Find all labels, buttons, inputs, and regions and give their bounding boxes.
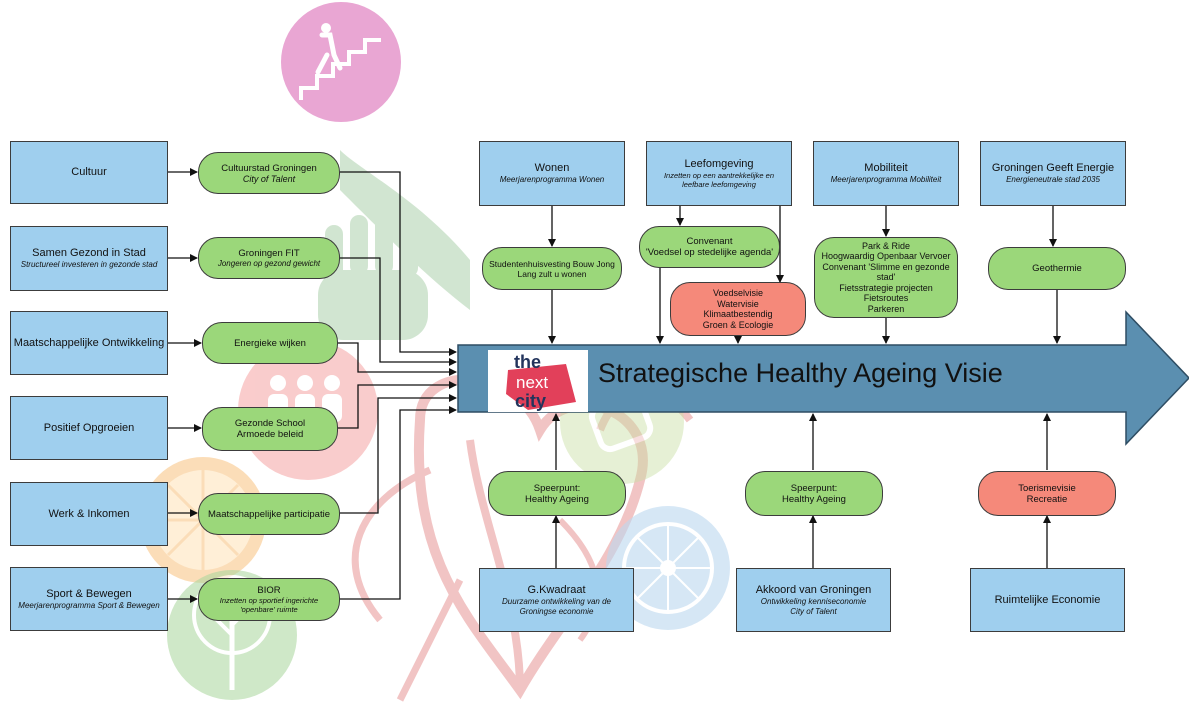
box-leefomgeving: Leefomgeving Inzetten op een aantrekkeli… — [646, 141, 792, 206]
pill-voedselvisie: Voedselvisie Watervisie Klimaatbestendig… — [670, 282, 806, 336]
pill-speerpunt-2: Speerpunt: Healthy Ageing — [745, 471, 883, 516]
pill-title: Groningen FIT — [238, 247, 300, 259]
box-cultuur: Cultuur — [10, 141, 168, 204]
box-subtitle: Energieneutrale stad 2035 — [1006, 175, 1100, 184]
bicycle-wheel-icon — [606, 506, 730, 630]
box-ruimtelijke-economie: Ruimtelijke Economie — [970, 568, 1125, 632]
pill-title: Maatschappelijke participatie — [208, 508, 330, 520]
box-title: Leefomgeving — [684, 158, 754, 170]
pill-toerismevisie: Toerismevisie Recreatie — [978, 471, 1116, 516]
box-sport-bewegen: Sport & Bewegen Meerjarenprogramma Sport… — [10, 567, 168, 631]
box-title: Werk & Inkomen — [48, 507, 130, 520]
pill-title: BIOR — [257, 585, 281, 596]
box-title: Positief Opgroeien — [43, 421, 135, 434]
box-title: Ruimtelijke Economie — [994, 593, 1101, 606]
pill-bior: BIOR Inzetten op sportief ingerichte 'op… — [198, 578, 340, 621]
box-subtitle: Meerjarenprogramma Sport & Bewegen — [18, 600, 160, 610]
box-title: Samen Gezond in Stad — [32, 247, 146, 259]
logo-word-city: city — [515, 391, 546, 411]
vision-arrow — [457, 310, 1189, 446]
the-next-city-logo: the next city — [488, 350, 588, 412]
box-werk-inkomen: Werk & Inkomen — [10, 482, 168, 546]
box-subtitle: Ontwikkeling kenniseconomie City of Tale… — [760, 596, 867, 616]
box-wonen: Wonen Meerjarenprogramma Wonen — [479, 141, 625, 206]
pill-title: Gezonde School Armoede beleid — [234, 418, 306, 440]
pill-title: Speerpunt: Healthy Ageing — [525, 482, 589, 505]
vision-title: Strategische Healthy Ageing Visie — [598, 358, 1003, 388]
pill-groningen-fit: Groningen FIT Jongeren op gezond gewicht — [198, 237, 340, 279]
pill-title: Toerismevisie Recreatie — [1018, 482, 1076, 505]
pill-title: Studentenhuisvesting Bouw Jong Lang zult… — [489, 258, 615, 279]
box-title: G.Kwadraat — [527, 583, 586, 596]
pill-cultuurstad: Cultuurstad Groningen City of Talent — [198, 152, 340, 194]
logo-word-next: next — [516, 373, 548, 392]
box-subtitle: Structureel investeren in gezonde stad — [20, 260, 158, 269]
pill-title: Energieke wijken — [234, 337, 306, 349]
pill-title: Cultuurstad Groningen — [221, 162, 317, 174]
logo-word-the: the — [514, 352, 541, 372]
pill-title: Voedselvisie Watervisie Klimaatbestendig… — [702, 288, 774, 330]
box-title: Sport & Bewegen — [46, 587, 132, 600]
box-positief-opgroeien: Positief Opgroeien — [10, 396, 168, 460]
pill-park-ride: Park & Ride Hoogwaardig Openbaar Vervoer… — [814, 237, 958, 318]
box-subtitle: Inzetten op een aantrekkelijke en leefba… — [663, 171, 775, 189]
pill-title: Speerpunt: Healthy Ageing — [782, 482, 846, 505]
pill-studentenhuisvesting: Studentenhuisvesting Bouw Jong Lang zult… — [482, 247, 622, 290]
box-samen-gezond: Samen Gezond in Stad Structureel investe… — [10, 226, 168, 291]
pill-title: Geothermie — [1032, 263, 1082, 274]
pill-maatschappelijke-participatie: Maatschappelijke participatie — [198, 493, 340, 535]
pill-subtitle: City of Talent — [242, 173, 296, 184]
box-title: Groningen Geeft Energie — [991, 162, 1115, 174]
box-mobiliteit: Mobiliteit Meerjarenprogramma Mobiliteit — [813, 141, 959, 206]
box-groningen-geeft-energie: Groningen Geeft Energie Energieneutrale … — [980, 141, 1126, 206]
pill-convenant-voedsel: Convenant 'Voedsel op stedelijke agenda' — [639, 226, 780, 268]
box-title: Cultuur — [71, 166, 107, 178]
pill-speerpunt-1: Speerpunt: Healthy Ageing — [488, 471, 626, 516]
box-maatschappelijke-ontwikkeling: Maatschappelijke Ontwikkeling — [10, 311, 168, 375]
box-title: Mobiliteit — [864, 162, 908, 174]
stairs-walker-icon — [281, 2, 401, 122]
box-subtitle: Meerjarenprogramma Mobiliteit — [830, 175, 942, 184]
box-title: Akkoord van Groningen — [755, 583, 872, 596]
pill-title: Park & Ride Hoogwaardig Openbaar Vervoer… — [821, 240, 951, 314]
box-subtitle: Duurzame ontwikkeling van de Groningse e… — [502, 596, 611, 616]
box-subtitle: Meerjarenprogramma Wonen — [499, 175, 605, 184]
pill-energieke-wijken: Energieke wijken — [202, 322, 338, 364]
pill-gezonde-school: Gezonde School Armoede beleid — [202, 407, 338, 451]
box-akkoord-van-groningen: Akkoord van Groningen Ontwikkeling kenni… — [736, 568, 891, 632]
pill-subtitle: Inzetten op sportief ingerichte 'openbar… — [219, 596, 319, 614]
pill-geothermie: Geothermie — [988, 247, 1126, 290]
box-title: Maatschappelijke Ontwikkeling — [13, 336, 165, 349]
pill-title: Convenant 'Voedsel op stedelijke agenda' — [645, 236, 774, 258]
logo-mark: the next city — [506, 352, 576, 411]
box-title: Wonen — [534, 162, 570, 174]
pill-subtitle: Jongeren op gezond gewicht — [217, 258, 321, 268]
box-g-kwadraat: G.Kwadraat Duurzame ontwikkeling van de … — [479, 568, 634, 632]
